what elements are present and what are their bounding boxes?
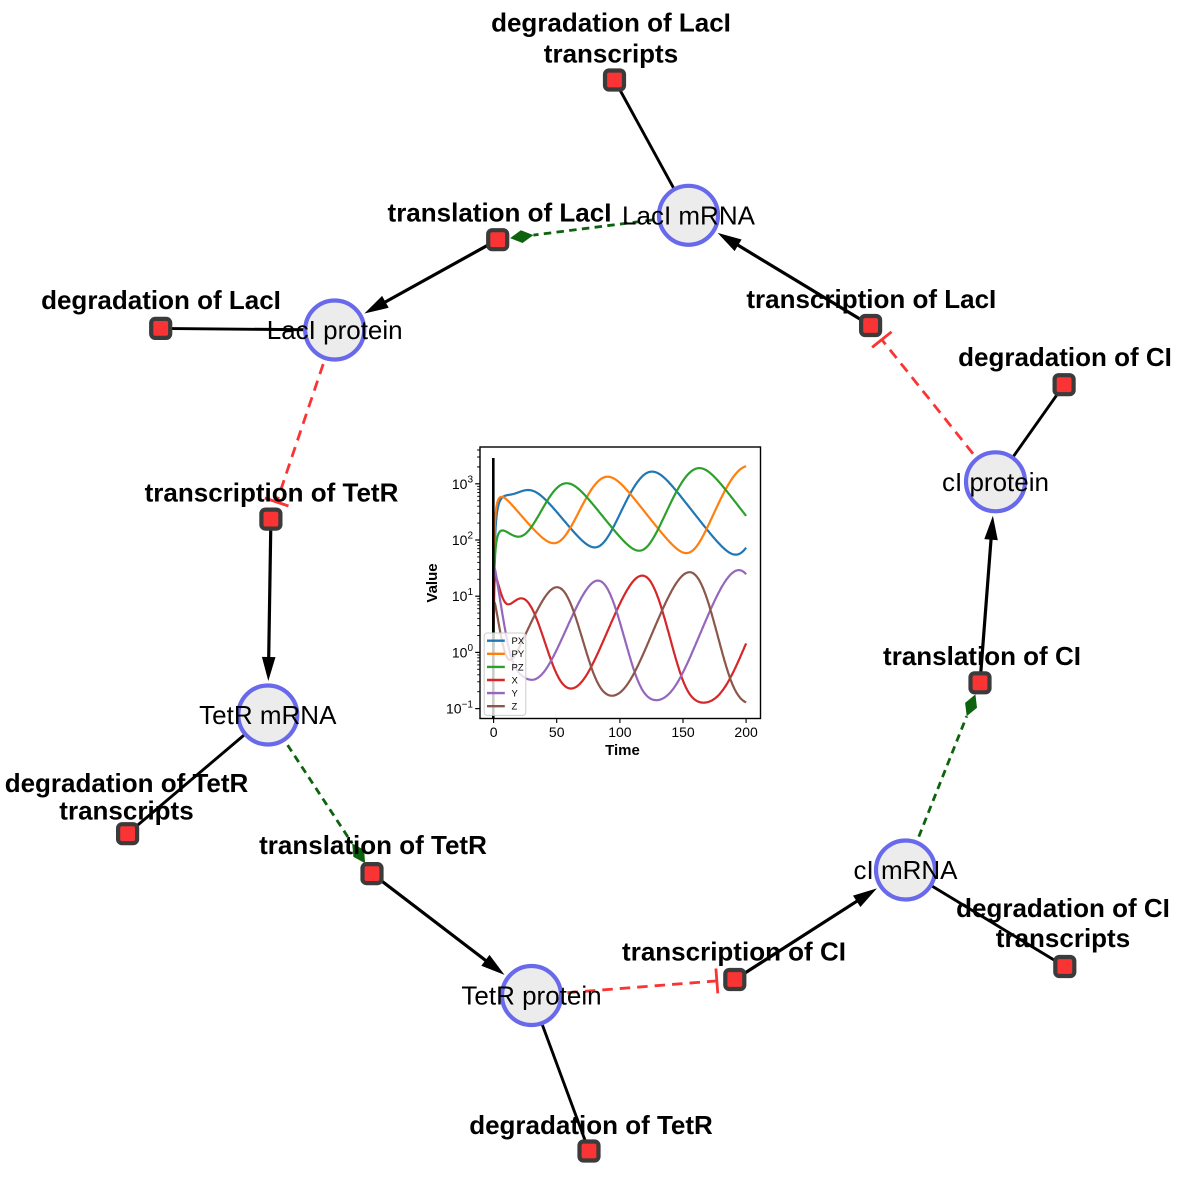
svg-text:100: 100	[608, 724, 632, 740]
svg-text:LacI mRNA: LacI mRNA	[622, 200, 756, 230]
svg-text:200: 200	[734, 724, 758, 740]
svg-text:PZ: PZ	[512, 662, 524, 673]
svg-text:Z: Z	[512, 702, 518, 713]
svg-text:translation of CI: translation of CI	[883, 641, 1081, 671]
svg-text:transcription of TetR: transcription of TetR	[145, 478, 399, 508]
svg-text:degradation of TetR: degradation of TetR	[5, 768, 249, 798]
svg-text:degradation of CI: degradation of CI	[956, 893, 1170, 923]
svg-text:transcripts: transcripts	[59, 796, 193, 826]
svg-text:Time: Time	[605, 742, 640, 759]
svg-text:0: 0	[490, 724, 498, 740]
svg-text:degradation of LacI: degradation of LacI	[41, 285, 281, 315]
svg-text:degradation of LacI: degradation of LacI	[491, 8, 731, 38]
svg-text:translation of TetR: translation of TetR	[259, 830, 487, 860]
svg-text:degradation of TetR: degradation of TetR	[469, 1110, 713, 1140]
svg-text:transcription of CI: transcription of CI	[622, 937, 846, 967]
svg-text:50: 50	[549, 724, 565, 740]
svg-text:150: 150	[671, 724, 695, 740]
svg-text:PX: PX	[512, 636, 525, 647]
svg-text:Y: Y	[512, 689, 519, 700]
svg-text:TetR mRNA: TetR mRNA	[199, 700, 337, 730]
svg-text:X: X	[512, 675, 519, 686]
svg-text:transcripts: transcripts	[544, 38, 678, 68]
svg-text:Value: Value	[424, 563, 441, 602]
svg-text:transcripts: transcripts	[996, 923, 1130, 953]
svg-text:cI mRNA: cI mRNA	[854, 855, 959, 885]
svg-text:LacI protein: LacI protein	[267, 315, 403, 345]
svg-text:TetR protein: TetR protein	[461, 981, 601, 1011]
svg-text:PY: PY	[512, 649, 525, 660]
svg-text:degradation of CI: degradation of CI	[958, 342, 1172, 372]
svg-text:cI protein: cI protein	[942, 467, 1049, 497]
svg-text:translation of LacI: translation of LacI	[388, 198, 612, 228]
svg-text:transcription of LacI: transcription of LacI	[746, 284, 996, 314]
